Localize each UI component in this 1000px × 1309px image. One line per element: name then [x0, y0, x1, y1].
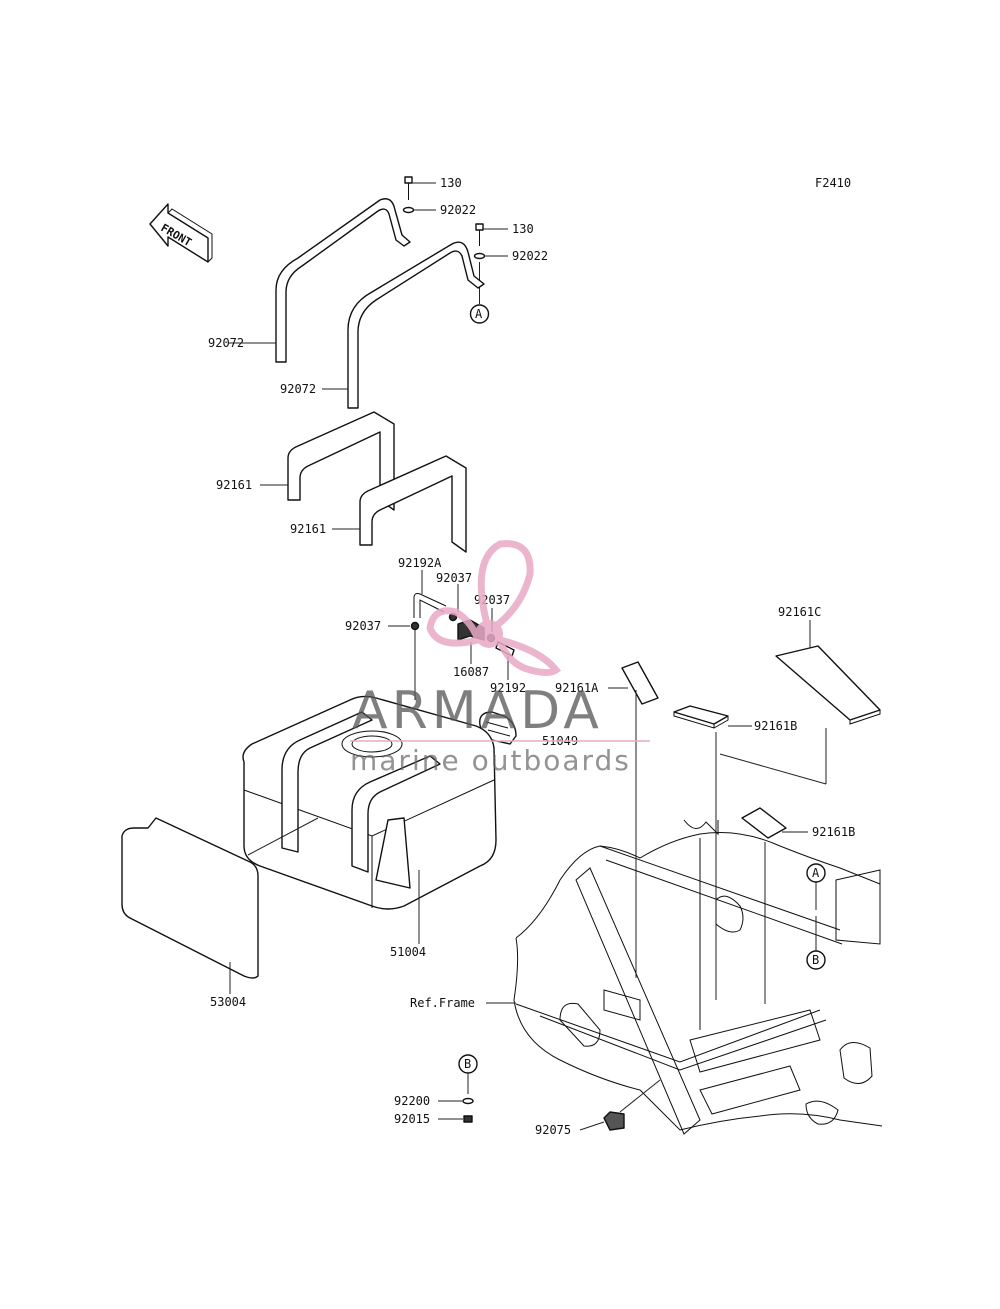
label-92161b-lower: 92161B: [812, 825, 855, 839]
label-92037-a: 92037: [345, 619, 381, 633]
callout-b-frame: B: [806, 950, 826, 970]
label-130-b: 130: [512, 222, 534, 236]
svg-text:A: A: [812, 866, 820, 880]
pad-92161c: [719, 620, 881, 785]
callout-a-frame: A: [806, 863, 826, 883]
cover-53004: [121, 817, 259, 994]
washer-92200: [438, 1097, 474, 1105]
front-arrow-icon: FRONT: [149, 203, 213, 263]
label-92161b-upper: 92161B: [754, 719, 797, 733]
figure-id: F2410: [815, 176, 851, 190]
svg-text:A: A: [475, 307, 483, 321]
svg-text:B: B: [812, 953, 819, 967]
label-92022-b: 92022: [512, 249, 548, 263]
label-92200: 92200: [394, 1094, 430, 1108]
washer-92022-b: [473, 252, 508, 260]
nut-92015: [438, 1115, 473, 1123]
label-16087: 16087: [453, 665, 489, 679]
svg-text:marine outboards: marine outboards: [350, 744, 631, 777]
label-92161c: 92161C: [778, 605, 821, 619]
hose-92192a: [413, 570, 447, 618]
label-92161a: 92161A: [555, 681, 599, 695]
callout-a-top: A: [469, 304, 490, 324]
label-130-a: 130: [440, 176, 462, 190]
label-92161-b: 92161: [290, 522, 326, 536]
label-92192: 92192: [490, 681, 526, 695]
label-92192a: 92192A: [398, 556, 442, 570]
label-92161-a: 92161: [216, 478, 252, 492]
armada-watermark: ARMADA marine outboards: [350, 540, 650, 777]
pad-92161b-lower: [741, 807, 808, 1004]
washer-92022-a: [402, 206, 436, 214]
label-ref-frame: Ref.Frame: [410, 996, 475, 1010]
label-92075: 92075: [535, 1123, 571, 1137]
bracket-92072-b: [322, 241, 485, 409]
label-92037-b: 92037: [436, 571, 472, 585]
label-92015: 92015: [394, 1112, 430, 1126]
clamp-92037-a: [388, 621, 420, 631]
callout-b-bottom: B: [458, 1054, 478, 1074]
svg-text:B: B: [464, 1057, 471, 1071]
label-51004: 51004: [390, 945, 426, 959]
label-53004: 53004: [210, 995, 246, 1009]
pad-92161-b: [332, 455, 467, 553]
label-92022-a: 92022: [440, 203, 476, 217]
bracket-92072-a: [228, 198, 411, 363]
pad-92161a: [608, 661, 659, 978]
bolt-130-a: [404, 176, 436, 200]
label-92072-b: 92072: [280, 382, 316, 396]
pad-92075: [579, 1079, 661, 1131]
vehicle-frame: [513, 819, 883, 1135]
bolt-130-b: [475, 223, 508, 246]
pad-92161b-upper: [673, 705, 752, 1000]
propeller-logo-icon: [426, 540, 561, 677]
label-92072-a: 92072: [208, 336, 244, 350]
fuel-tank-51004: [242, 695, 497, 944]
svg-text:ARMADA: ARMADA: [352, 681, 603, 741]
